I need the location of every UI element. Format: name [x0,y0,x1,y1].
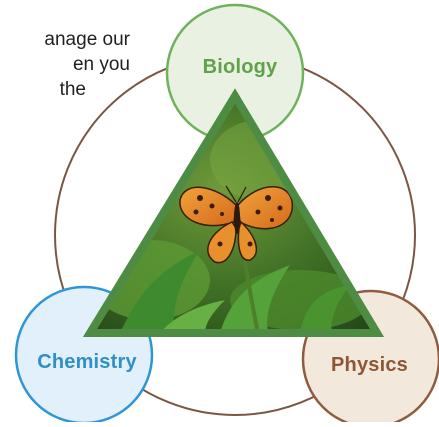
paragraph-line: anage our [0,27,130,52]
paragraph-line: the [0,77,130,102]
chemistry-label: Chemistry [13,351,161,374]
paragraph-line: en you [0,52,130,77]
biology-label: Biology [172,56,308,79]
physics-label: Physics [300,354,439,377]
paragraph-text: anage our en you the [0,27,130,102]
butterfly-photo [80,90,390,340]
